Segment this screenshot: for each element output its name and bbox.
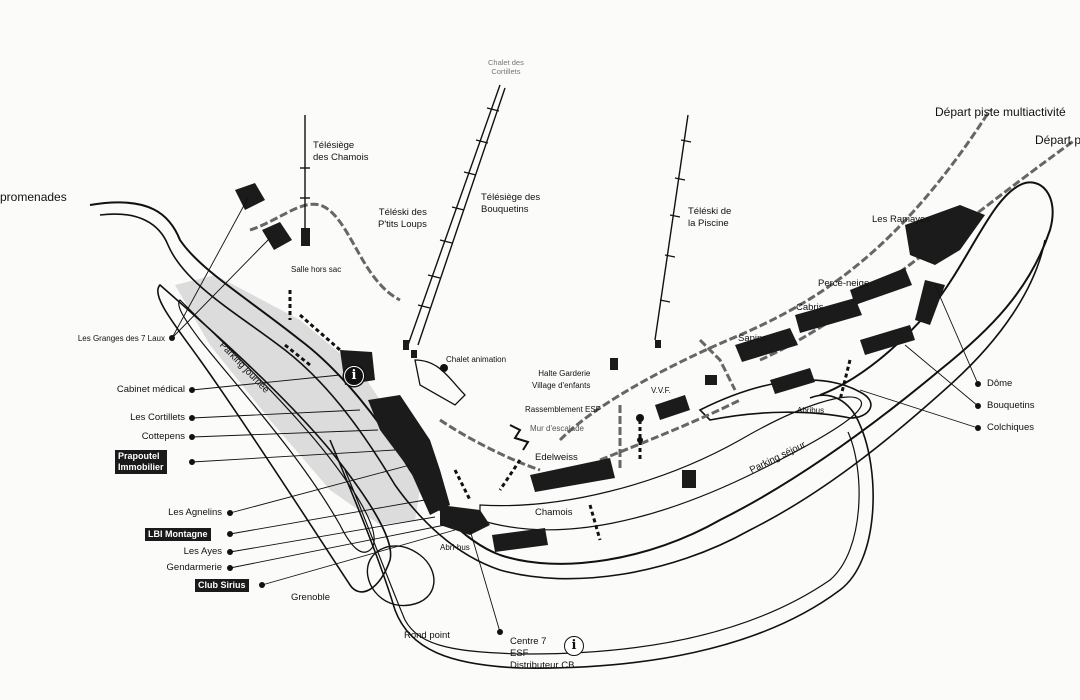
label-les-ramayes: Les Ramayes bbox=[872, 214, 931, 225]
label-rassemblement-esf: Rassemblement ESF bbox=[525, 405, 601, 414]
label-vvf: V.V.F. bbox=[651, 386, 671, 395]
label-les-ayes: Les Ayes bbox=[183, 546, 222, 557]
info-point-icon: i bbox=[344, 366, 364, 386]
label-prapoutel-immobilier: Prapoutel Immobilier bbox=[115, 450, 167, 474]
label-edelweiss: Edelweiss bbox=[535, 452, 578, 463]
label-grenoble: Grenoble bbox=[291, 592, 331, 603]
label-cabris: Cabris bbox=[796, 302, 824, 313]
label-mur-escalade: Mur d'escalade bbox=[530, 424, 584, 433]
label-promenades: promenades bbox=[0, 190, 67, 204]
label-dome: Dôme bbox=[987, 378, 1013, 389]
info-centre-icon: i bbox=[564, 636, 584, 656]
parking-sejour-loop bbox=[479, 396, 863, 531]
parking-loop-inner bbox=[178, 299, 375, 553]
label-chalet-animation: Chalet animation bbox=[446, 355, 507, 364]
leader-lines bbox=[171, 197, 979, 633]
ski-lifts bbox=[304, 84, 689, 346]
label-abri-bus: Abri-bus bbox=[440, 543, 470, 552]
label-salle-hors-sac: Salle hors sac bbox=[291, 265, 342, 274]
label-teleski-piscine: Téléski de la Piscine bbox=[688, 206, 732, 229]
label-halte-garderie: Halte Garderie Village d'enfants bbox=[532, 369, 591, 390]
label-granges-7-laux: Les Granges des 7 Laux bbox=[77, 334, 165, 343]
label-abribus: Abribus bbox=[797, 406, 825, 415]
label-colchiques: Colchiques bbox=[987, 422, 1034, 433]
road-inner bbox=[99, 213, 1046, 580]
label-sapins: Sapins bbox=[738, 333, 768, 344]
rond-point-loop bbox=[366, 545, 435, 607]
lift-pylons bbox=[300, 107, 692, 309]
label-depart-multiactivite: Départ piste multiactivité bbox=[935, 105, 1066, 119]
label-gendarmerie: Gendarmerie bbox=[166, 562, 222, 573]
label-club-sirius: Club Sirius bbox=[195, 579, 249, 592]
trees bbox=[440, 364, 644, 443]
label-perce-neige: Perce-neige bbox=[818, 278, 870, 289]
label-centre7: Centre 7 ESF Distributeur CB bbox=[510, 636, 575, 671]
label-bouquetins: Bouquetins bbox=[987, 400, 1035, 411]
label-telesiege-chamois: Télésiège des Chamois bbox=[313, 140, 369, 163]
label-cottepens: Cottepens bbox=[141, 431, 185, 442]
label-chamois: Chamois bbox=[535, 507, 573, 518]
parking-area bbox=[175, 275, 420, 525]
chalet-animation-building bbox=[414, 359, 466, 406]
road-grenoble bbox=[329, 394, 874, 669]
walking-stairs bbox=[284, 290, 852, 541]
label-les-agnelins: Les Agnelins bbox=[168, 507, 222, 518]
label-teleski-ptits-loups: Téléski des P'tits Loups bbox=[378, 207, 427, 230]
label-telesiege-bouquetins: Télésiège des Bouquetins bbox=[481, 192, 541, 215]
label-lbi-montagne: LBI Montagne bbox=[145, 528, 211, 541]
label-rond-point: Rond point bbox=[404, 630, 450, 641]
road-outer bbox=[89, 181, 1054, 565]
label-chalet-cortillets: Chalet des Cortillets bbox=[488, 58, 524, 76]
label-depart-p: Départ p bbox=[1035, 133, 1080, 147]
label-cabinet-medical: Cabinet médical bbox=[116, 384, 185, 395]
leader-dots bbox=[169, 335, 981, 635]
climbing-wall bbox=[509, 424, 530, 451]
label-les-cortillets: Les Cortillets bbox=[130, 412, 185, 423]
